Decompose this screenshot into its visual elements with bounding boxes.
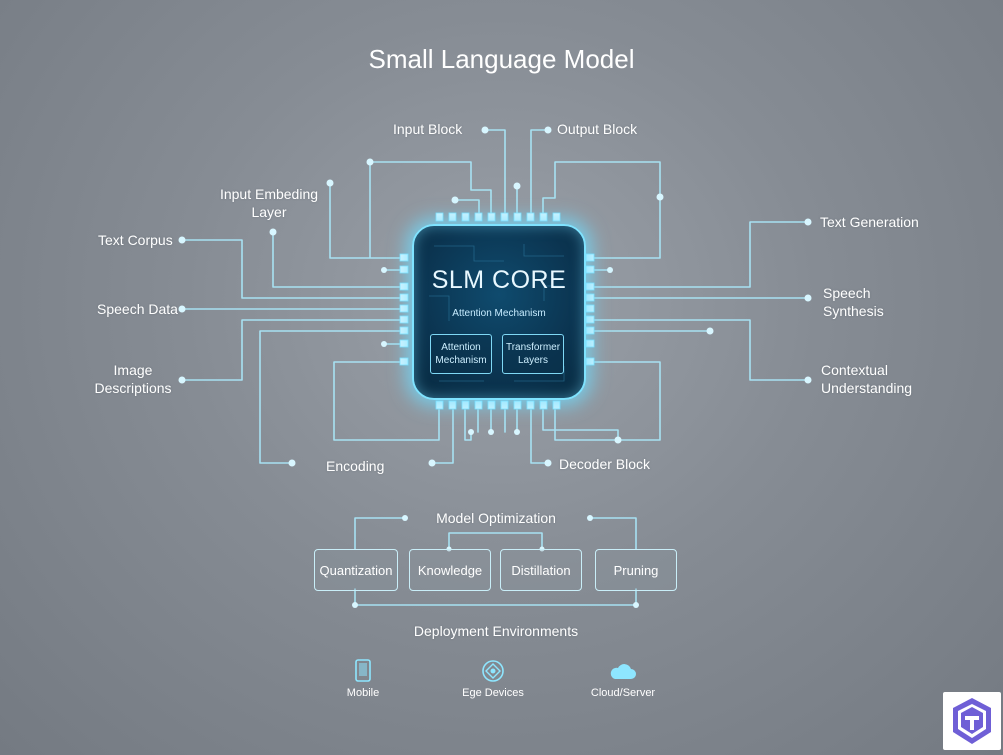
pruning-box: Pruning bbox=[595, 549, 677, 591]
speech-synthesis-label: Speech Synthesis bbox=[823, 285, 884, 319]
transformer-layers-box: Transformer Layers bbox=[502, 334, 564, 374]
slm-core-chip: SLM CORE Attention Mechanism Attention M… bbox=[412, 224, 586, 400]
chip-trace-pattern bbox=[429, 244, 565, 382]
helmet-logo-icon bbox=[953, 698, 991, 744]
edge-device-icon bbox=[482, 660, 504, 682]
cloud-server-icon bbox=[610, 664, 636, 679]
text-corpus-label: Text Corpus bbox=[98, 232, 173, 248]
image-descriptions-label: Image Descriptions bbox=[94, 362, 172, 396]
diagram-title: Small Language Model bbox=[368, 44, 635, 74]
text-generation-label: Text Generation bbox=[820, 214, 919, 230]
input-embedding-label: Input Embeding Layer bbox=[219, 186, 319, 220]
contextual-understanding-label: Contextual Understanding bbox=[821, 362, 913, 396]
attention-mechanism-box: Attention Mechanism bbox=[430, 334, 492, 374]
brand-logo bbox=[943, 692, 1001, 750]
chip-subtitle: Attention Mechanism bbox=[452, 308, 546, 319]
mobile-label: Mobile bbox=[346, 687, 380, 699]
speech-data-label: Speech Data bbox=[97, 301, 178, 317]
encoding-label: Encoding bbox=[326, 458, 385, 474]
mobile-phone-icon bbox=[355, 659, 371, 682]
chip-title: SLM CORE bbox=[431, 266, 567, 294]
quantization-box: Quantization bbox=[314, 549, 398, 591]
input-block-label: Input Block bbox=[393, 121, 463, 137]
model-optimization-title: Model Optimization bbox=[436, 510, 556, 526]
knowledge-box: Knowledge bbox=[409, 549, 491, 591]
decoder-block-label: Decoder Block bbox=[559, 456, 651, 472]
deployment-environments-title: Deployment Environments bbox=[413, 623, 579, 639]
cloud-server-label: Cloud/Server bbox=[590, 687, 656, 699]
edge-devices-label: Ege Devices bbox=[462, 687, 524, 699]
distillation-box: Distillation bbox=[500, 549, 582, 591]
output-block-label: Output Block bbox=[557, 121, 638, 137]
